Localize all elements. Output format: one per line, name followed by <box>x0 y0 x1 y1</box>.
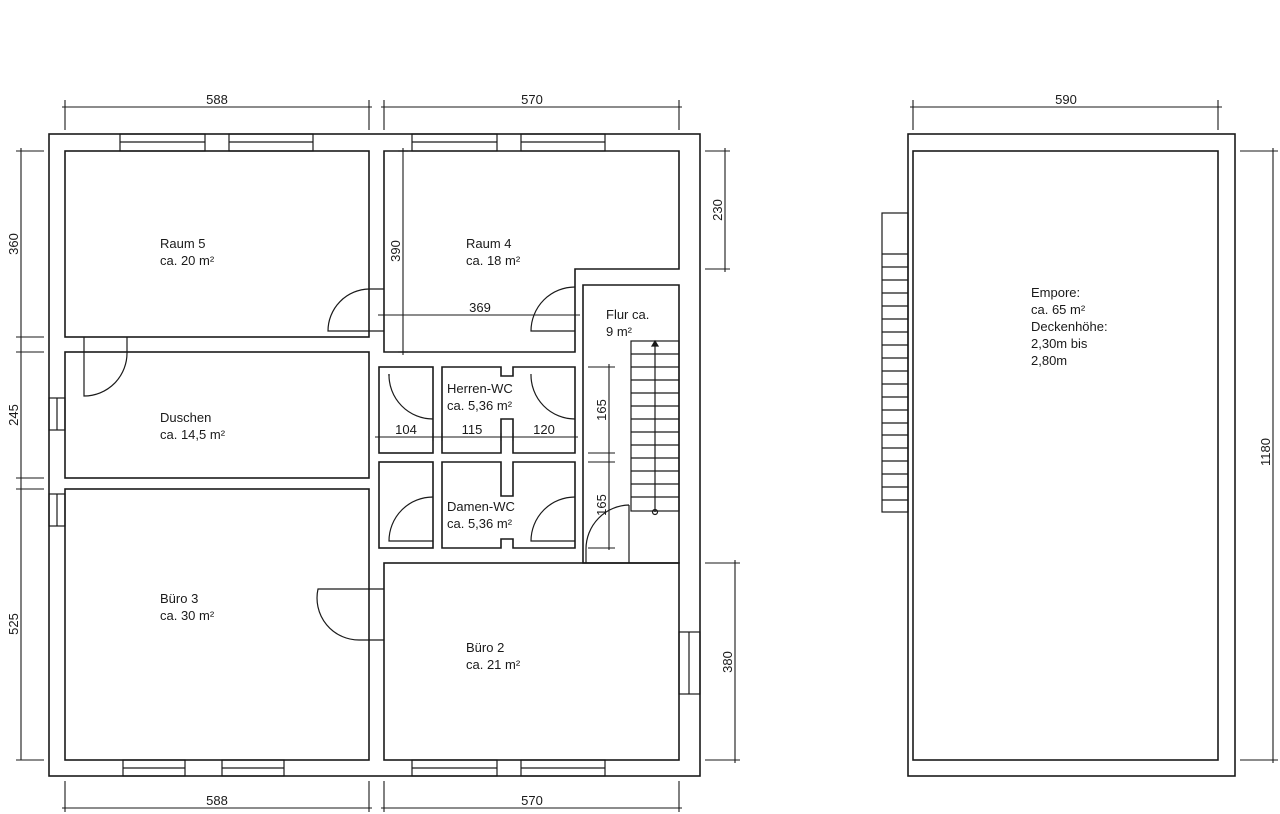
room-area-buero-3: ca. 30 m² <box>160 608 215 623</box>
dim-left-middle: 245 <box>6 404 21 426</box>
room-buero-2 <box>383 562 680 761</box>
room-label-raum-4: Raum 4 <box>466 236 512 251</box>
outer-wall <box>48 133 701 777</box>
dim-gallery-right: 1180 <box>1258 438 1273 466</box>
dim-right-lower: 380 <box>720 651 735 673</box>
room-area-damen-wc: ca. 5,36 m² <box>447 516 513 531</box>
dim-top-left: 588 <box>206 92 228 107</box>
dim-top-right: 570 <box>521 92 543 107</box>
gallery-stairs <box>881 212 909 513</box>
room-area-herren-wc: ca. 5,36 m² <box>447 398 513 413</box>
room-area-flur: 9 m² <box>606 324 633 339</box>
dim-wc-right: 120 <box>533 422 555 437</box>
room-buero-3 <box>64 488 370 761</box>
gallery-dimension-lines <box>910 100 1278 763</box>
gallery-label-line-5: 2,80m <box>1031 353 1067 368</box>
room-label-buero-3: Büro 3 <box>160 591 198 606</box>
room-area-raum-4: ca. 18 m² <box>466 253 521 268</box>
room-duschen <box>64 351 370 479</box>
dim-left-lower: 525 <box>6 613 21 635</box>
room-area-buero-2: ca. 21 m² <box>466 657 521 672</box>
gallery-outer-wall <box>907 133 1236 777</box>
room-label-buero-2: Büro 2 <box>466 640 504 655</box>
room-area-duschen: ca. 14,5 m² <box>160 427 226 442</box>
gallery-plan: 590 1180 Empore: ca. 65 m² Deckenhöhe: 2… <box>881 92 1278 777</box>
windows <box>48 133 701 777</box>
dim-flur-lower: 165 <box>594 494 609 516</box>
room-label-flur: Flur ca. <box>606 307 649 322</box>
room-label-herren-wc: Herren-WC <box>447 381 513 396</box>
dim-gallery-top: 590 <box>1055 92 1077 107</box>
room-label-raum-5: Raum 5 <box>160 236 206 251</box>
dimension-lines <box>16 100 740 812</box>
room-label-damen-wc: Damen-WC <box>447 499 515 514</box>
room-label-duschen: Duschen <box>160 410 211 425</box>
dim-wc-left: 104 <box>395 422 417 437</box>
gallery-label-line-4: 2,30m bis <box>1031 336 1088 351</box>
wc-block <box>378 366 576 549</box>
ground-floor-plan: 588 570 588 570 360 245 525 230 380 390 … <box>6 92 740 812</box>
room-raum-5 <box>64 150 370 338</box>
dim-raum4-height: 390 <box>388 240 403 262</box>
room-area-raum-5: ca. 20 m² <box>160 253 215 268</box>
gallery-inner-wall <box>912 150 1219 761</box>
dim-raum4-width: 369 <box>469 300 491 315</box>
gallery-label-line-2: ca. 65 m² <box>1031 302 1086 317</box>
room-raum-4 <box>383 150 680 353</box>
dim-right-upper: 230 <box>710 199 725 221</box>
dim-left-upper: 360 <box>6 233 21 255</box>
doors <box>83 286 630 641</box>
gallery-label-line-1: Empore: <box>1031 285 1080 300</box>
dim-wc-middle: 115 <box>462 422 483 437</box>
gallery-label-line-3: Deckenhöhe: <box>1031 319 1108 334</box>
dim-flur-upper: 165 <box>594 399 609 421</box>
dim-bottom-right: 570 <box>521 793 543 808</box>
stairs <box>630 339 680 516</box>
dim-bottom-left: 588 <box>206 793 228 808</box>
